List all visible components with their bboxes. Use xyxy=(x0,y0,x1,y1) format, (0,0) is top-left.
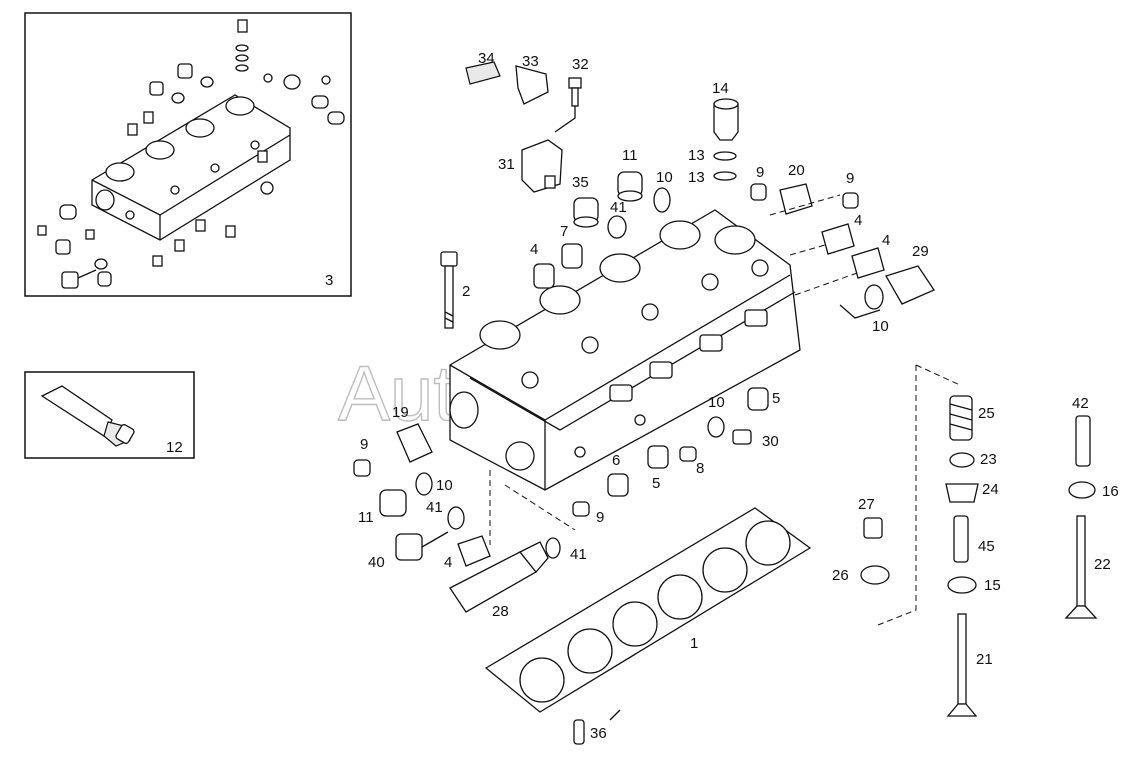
callout-33: 33 xyxy=(522,53,539,70)
callout-5: 5 xyxy=(772,390,780,407)
callout-11: 11 xyxy=(622,147,638,164)
plug-and-seal xyxy=(860,517,890,585)
callout-4: 4 xyxy=(882,232,890,249)
inset-kit-box: 3 xyxy=(24,12,352,297)
callout-8: 8 xyxy=(696,460,704,477)
callout-13: 13 xyxy=(688,169,705,186)
right-upper-parts xyxy=(713,98,935,319)
head-gasket xyxy=(484,507,812,721)
callout-11: 11 xyxy=(358,509,374,526)
callout-27: 27 xyxy=(858,496,875,513)
callout-42: 42 xyxy=(1072,395,1089,412)
callout-24: 24 xyxy=(982,481,999,498)
callout-21: 21 xyxy=(976,651,993,668)
callout-2: 2 xyxy=(462,283,470,300)
callout-25: 25 xyxy=(978,405,995,422)
callout-30: 30 xyxy=(762,433,779,450)
callout-10: 10 xyxy=(656,169,673,186)
callout-14: 14 xyxy=(712,80,729,97)
plugs xyxy=(573,171,671,239)
callout-10: 10 xyxy=(872,318,889,335)
callout-16: 16 xyxy=(1102,483,1119,500)
dowel-pin xyxy=(573,719,585,745)
callout-5: 5 xyxy=(652,475,660,492)
callout-36: 36 xyxy=(590,725,607,742)
callout-19: 19 xyxy=(392,404,409,421)
callout-41: 41 xyxy=(426,499,443,516)
valve-train xyxy=(877,364,979,717)
callout-9: 9 xyxy=(756,164,764,181)
callout-15: 15 xyxy=(984,577,1001,594)
callout-9: 9 xyxy=(596,509,604,526)
callout-1: 1 xyxy=(690,635,698,652)
callout-7: 7 xyxy=(560,223,568,240)
callout-31: 31 xyxy=(498,156,515,173)
callout-23: 23 xyxy=(980,451,997,468)
callout-4: 4 xyxy=(854,212,862,229)
callout-10: 10 xyxy=(436,477,453,494)
callout-41: 41 xyxy=(570,546,587,563)
callout-22: 22 xyxy=(1094,556,1111,573)
callout-26: 26 xyxy=(832,567,849,584)
callout-4: 4 xyxy=(444,554,452,571)
exhaust-valve-parts xyxy=(1064,415,1098,619)
callout-4: 4 xyxy=(530,241,538,258)
sensor-assembly xyxy=(465,61,582,193)
callout-28: 28 xyxy=(492,603,509,620)
callout-45: 45 xyxy=(978,538,995,555)
callout-12: 12 xyxy=(166,439,183,456)
head-bolt xyxy=(440,251,458,329)
callout-3: 3 xyxy=(325,272,333,289)
middle-parts xyxy=(533,243,769,517)
callout-20: 20 xyxy=(788,162,805,179)
inset-sealant-box: 12 xyxy=(24,371,195,459)
cylinder-head xyxy=(449,209,801,491)
callout-13: 13 xyxy=(688,147,705,164)
callout-9: 9 xyxy=(360,436,368,453)
callout-10: 10 xyxy=(708,394,725,411)
callout-34: 34 xyxy=(478,50,495,67)
callout-6: 6 xyxy=(612,452,620,469)
callout-9: 9 xyxy=(846,170,854,187)
callout-29: 29 xyxy=(912,243,929,260)
left-lower-parts xyxy=(353,423,576,613)
callout-40: 40 xyxy=(368,554,385,571)
callout-35: 35 xyxy=(572,174,589,191)
callout-32: 32 xyxy=(572,56,589,73)
callout-41: 41 xyxy=(610,199,627,216)
